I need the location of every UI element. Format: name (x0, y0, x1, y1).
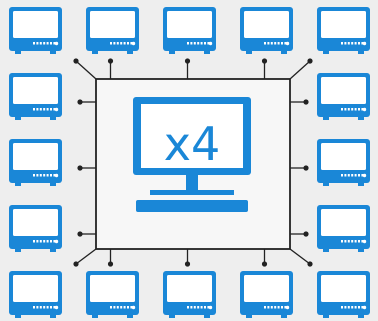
tv-monitor-icon (317, 7, 370, 54)
connector-dot (303, 99, 309, 105)
tv-monitor-icon (240, 7, 293, 54)
tv-monitor-icon (9, 139, 62, 186)
connector-dot (307, 58, 313, 64)
connector-dot (303, 231, 309, 237)
desktop-monitor-icon: x4 (133, 97, 251, 212)
connector-line (289, 60, 311, 80)
display-monitors (9, 7, 370, 318)
tv-monitor-icon (317, 205, 370, 252)
connector-dot (184, 58, 191, 64)
tv-monitor-icon (317, 271, 370, 318)
tv-monitor-icon (317, 139, 370, 186)
connector-lines (73, 58, 313, 267)
connector-dot (73, 58, 79, 64)
tv-monitor-icon (317, 73, 370, 120)
connector-dot (77, 165, 83, 171)
tv-monitor-icon (240, 271, 293, 318)
connector-dot (73, 261, 79, 267)
connector-line (289, 248, 311, 265)
tv-monitor-icon (9, 271, 62, 318)
connector-dot (261, 261, 268, 267)
connector-dot (77, 231, 83, 237)
connector-line (75, 60, 97, 80)
connector-dot (184, 261, 191, 267)
connector-dot (77, 99, 83, 105)
tv-monitor-icon (86, 271, 139, 318)
tv-monitor-icon (86, 7, 139, 54)
connector-dot (261, 58, 268, 64)
tv-monitor-icon (163, 7, 216, 54)
connector-dot (303, 165, 309, 171)
tv-monitor-icon (163, 271, 216, 318)
tv-monitor-icon (9, 73, 62, 120)
connector-dot (107, 58, 114, 64)
connector-line (75, 248, 97, 265)
connector-dot (307, 261, 313, 267)
tv-monitor-icon (9, 205, 62, 252)
monitor-count-label: x4 (164, 117, 221, 171)
tv-monitor-icon (9, 7, 62, 54)
connector-dot (107, 261, 114, 267)
